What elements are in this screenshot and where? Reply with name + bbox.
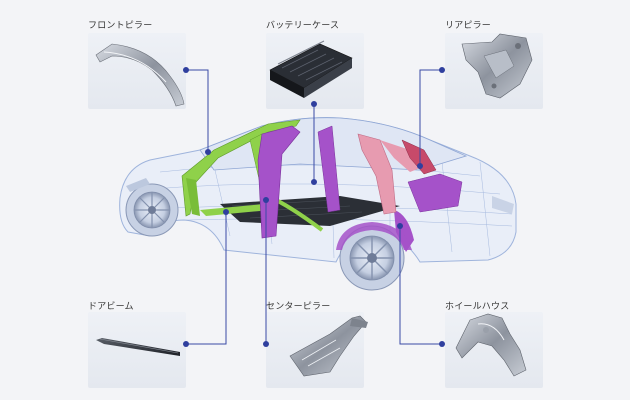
label-rear-pillar: リアピラー: [445, 21, 492, 31]
front-wheel: [125, 183, 179, 237]
rear-pillar-part-image: [461, 33, 533, 99]
connector-front-pillar: [186, 69, 209, 152]
dot-wheel-house-panel: [439, 341, 445, 347]
label-wheel-house: ホイールハウス: [445, 302, 510, 312]
front-pillar-part-image: [95, 43, 185, 107]
dot-door-beam-car: [223, 209, 229, 215]
center-pillar-part-image: [289, 315, 368, 377]
panel-front-pillar: [88, 33, 186, 109]
label-center-pillar: センターピラー: [266, 302, 331, 312]
dot-battery-panel: [311, 101, 317, 107]
connector-rear-pillar: [419, 69, 442, 166]
dot-rear-pillar-car: [417, 163, 423, 169]
label-front-pillar: フロントピラー: [88, 21, 153, 31]
dot-battery-car: [311, 179, 317, 185]
connector-dots: [183, 67, 445, 347]
battery-case-part-image: [269, 40, 353, 98]
connector-lines: [186, 69, 442, 345]
dot-wheel-house-car: [397, 223, 403, 229]
car-body: [119, 117, 517, 291]
dot-door-beam-panel: [183, 341, 189, 347]
connector-wheel-house: [399, 226, 442, 345]
wheel-house-part-image: [455, 313, 527, 377]
connector-door-beam: [186, 212, 227, 345]
dot-center-pillar-car: [263, 197, 269, 203]
dot-front-pillar-panel: [183, 67, 189, 73]
panel-door-beam: [88, 312, 186, 388]
label-door-beam: ドアビーム: [88, 302, 134, 312]
dot-rear-pillar-panel: [439, 67, 445, 73]
rear-wheel: [339, 225, 405, 291]
door-beam-part-image: [96, 338, 180, 356]
dot-center-pillar-panel: [263, 341, 269, 347]
dot-front-pillar-car: [205, 149, 211, 155]
label-battery-case: バッテリーケース: [266, 21, 340, 31]
